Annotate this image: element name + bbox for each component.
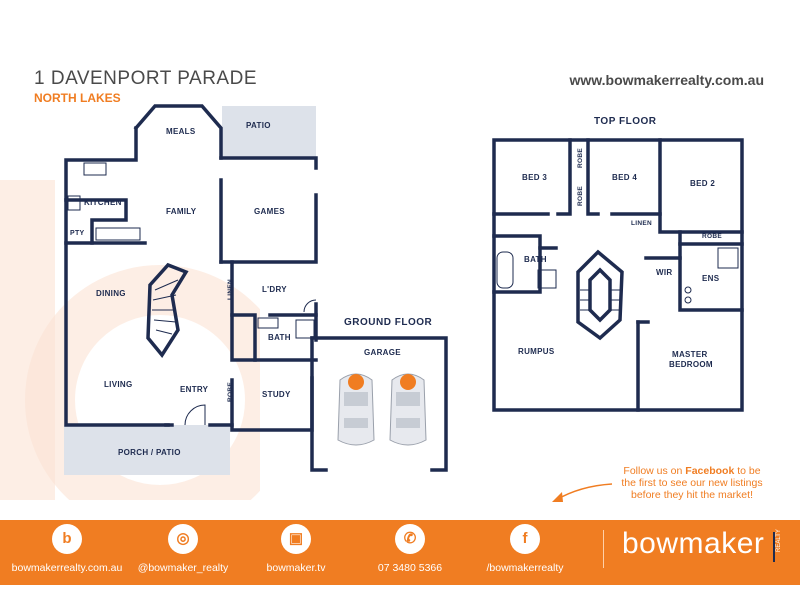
room-bed4: BED 4	[612, 173, 637, 182]
room-laundry: L'DRY	[262, 285, 287, 294]
footer-website-label: bowmakerrealty.com.au	[11, 562, 123, 574]
brand-divider	[603, 530, 604, 568]
promo-arrow-icon	[555, 483, 613, 501]
room-robe-c: ROBE	[702, 233, 722, 240]
room-patio: PATIO	[246, 121, 271, 130]
top-floor-walls	[492, 138, 744, 412]
entry-door	[184, 404, 206, 426]
fridge-space	[95, 227, 141, 241]
room-master-line2: BEDROOM	[669, 360, 713, 369]
ground-floor-title: GROUND FLOOR	[344, 317, 432, 328]
floor-plan: MEALS PATIO KITCHEN PTY FAMILY GAMES DIN…	[64, 104, 744, 502]
bathtub	[496, 251, 514, 289]
ground-staircase	[146, 262, 189, 358]
footer-facebook-label: /bowmakerrealty	[486, 562, 564, 574]
footer-instagram[interactable]: ◎ @bowmaker_realty	[128, 520, 238, 585]
room-robe-b: ROBE	[577, 186, 584, 206]
phone-icon: ✆	[395, 524, 425, 554]
room-pantry: PTY	[70, 230, 85, 237]
property-address: 1 DAVENPORT PARADE	[34, 68, 257, 89]
footer-tv-label: bowmaker.tv	[266, 562, 326, 574]
room-bed2: BED 2	[690, 179, 715, 188]
b-logo-icon: b	[52, 524, 82, 554]
promo-prefix: Follow us on	[623, 465, 686, 477]
room-linen-top: LINEN	[631, 220, 652, 227]
top-floor-title: TOP FLOOR	[594, 116, 657, 127]
room-ens: ENS	[702, 274, 720, 283]
website-link[interactable]: www.bowmakerrealty.com.au	[569, 72, 764, 88]
footer-tv[interactable]: ▣ bowmaker.tv	[258, 520, 334, 585]
room-master-line1: MASTER	[672, 350, 708, 359]
room-wir: WIR	[656, 268, 672, 277]
vanity	[257, 317, 279, 329]
room-family: FAMILY	[166, 207, 197, 216]
footer-phone-label: 07 3480 5366	[377, 562, 443, 574]
cooktop	[67, 195, 81, 211]
room-rumpus: RUMPUS	[518, 347, 555, 356]
promo-line2: the first to see our new listings	[621, 477, 763, 489]
top-staircase	[576, 249, 624, 341]
property-suburb: NORTH LAKES	[34, 91, 121, 105]
porch-area	[64, 425, 230, 475]
ens-basin-2	[684, 296, 692, 304]
footer-website[interactable]: b bowmakerrealty.com.au	[8, 520, 126, 585]
room-study: STUDY	[262, 390, 291, 399]
promo-facebook: Facebook	[685, 465, 735, 477]
shower	[295, 319, 315, 339]
garage-door-arc	[303, 299, 317, 313]
ens-shower	[717, 247, 739, 269]
promo-line3: before they hit the market!	[631, 489, 753, 501]
room-robe-ground: ROBE	[227, 382, 234, 402]
car-right	[389, 373, 427, 446]
patio-area	[222, 106, 316, 158]
room-bed3: BED 3	[522, 173, 547, 182]
room-living: LIVING	[104, 380, 132, 389]
promo-suffix: to be	[734, 465, 761, 477]
room-porch: PORCH / PATIO	[118, 448, 181, 457]
instagram-icon: ◎	[168, 524, 198, 554]
promo-arrowhead-icon	[552, 492, 563, 502]
room-linen: LINEN	[227, 279, 234, 300]
footer-phone[interactable]: ✆ 07 3480 5366	[372, 520, 448, 585]
ens-basin-1	[684, 286, 692, 294]
room-bath-ground: BATH	[268, 333, 291, 342]
room-games: GAMES	[254, 207, 285, 216]
top-shower	[537, 269, 557, 289]
facebook-icon: f	[510, 524, 540, 554]
room-entry: ENTRY	[180, 385, 209, 394]
room-dining: DINING	[96, 289, 126, 298]
room-garage: GARAGE	[364, 348, 401, 357]
brand-logo[interactable]: bowmaker	[622, 527, 765, 560]
brand-bar	[773, 532, 775, 562]
ground-floor-walls	[64, 104, 448, 472]
room-meals: MEALS	[166, 127, 196, 136]
watermark-b-logo	[0, 180, 260, 500]
footer-bar: b bowmakerrealty.com.au ◎ @bowmaker_real…	[0, 520, 800, 585]
facebook-promo: Follow us on Facebook to be the first to…	[612, 465, 772, 501]
kitchen-sink	[83, 162, 107, 176]
room-bath-top: BATH	[524, 255, 547, 264]
footer-facebook[interactable]: f /bowmakerrealty	[482, 520, 568, 585]
room-robe-a: ROBE	[577, 148, 584, 168]
room-kitchen: KITCHEN	[84, 198, 122, 207]
tv-icon: ▣	[281, 524, 311, 554]
car-left	[337, 373, 375, 446]
footer-instagram-label: @bowmaker_realty	[137, 562, 229, 574]
brand-realty: REALTY	[776, 529, 782, 552]
